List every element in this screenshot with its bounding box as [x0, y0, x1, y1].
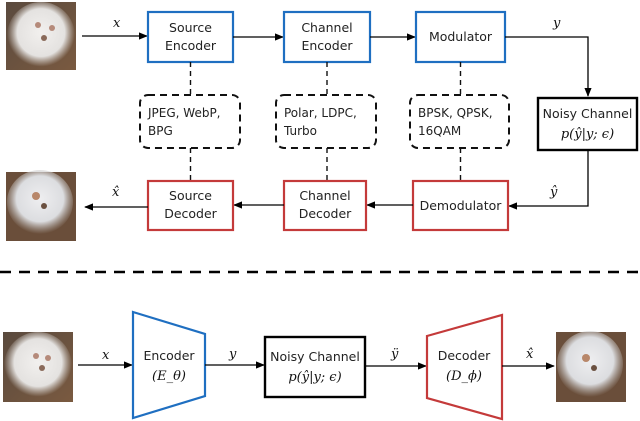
svg-text:Channel: Channel — [301, 20, 352, 35]
neural-decoder-block: Decoder (D_ϕ) — [425, 313, 504, 421]
neural-encoder-block: Encoder (E_θ) — [131, 310, 207, 420]
source-encoder-block: Source Encoder — [146, 10, 235, 64]
source-codec-options: JPEG, WebP, BPG — [139, 94, 241, 149]
channel-encoder-block: Channel Encoder — [282, 10, 372, 64]
svg-text:Turbo: Turbo — [283, 124, 317, 138]
arrow-modulator-to-channel — [505, 36, 592, 97]
symbol-yhat-top: ŷ — [549, 185, 558, 200]
svg-text:JPEG, WebP,: JPEG, WebP, — [147, 106, 221, 120]
svg-text:(D_ϕ): (D_ϕ) — [446, 369, 482, 384]
symbol-yddot-bottom: ÿ — [390, 347, 399, 362]
symbol-x-bottom: x — [102, 348, 110, 363]
noisy-channel-block-bottom: Noisy Channel p(ŷ|y; ϵ) — [263, 335, 367, 399]
input-image-top — [6, 2, 76, 70]
output-image-top — [6, 170, 76, 241]
svg-text:Noisy Channel: Noisy Channel — [270, 349, 360, 364]
svg-text:p(ŷ|y; ϵ): p(ŷ|y; ϵ) — [561, 127, 614, 142]
symbol-xhat-top: x̂ — [112, 185, 120, 200]
arrow-channel-to-demodulator — [508, 150, 589, 210]
noisy-channel-block-top: Noisy Channel p(ŷ|y; ϵ) — [536, 96, 639, 152]
channel-decoder-block: Channel Decoder — [282, 179, 368, 232]
svg-text:Encoder: Encoder — [143, 348, 195, 363]
input-image-bottom — [3, 332, 73, 402]
channel-code-options: Polar, LDPC, Turbo — [275, 94, 377, 149]
svg-text:Polar, LDPC,: Polar, LDPC, — [284, 106, 357, 120]
dashed-links — [189, 62, 462, 180]
svg-text:BPG: BPG — [148, 124, 173, 138]
svg-text:p(ŷ|y; ϵ): p(ŷ|y; ϵ) — [288, 370, 341, 385]
symbol-y-bottom: y — [228, 347, 237, 362]
svg-text:Source: Source — [169, 188, 212, 203]
demodulator-block: Demodulator — [411, 179, 510, 232]
symbol-xhat-bottom: x̂ — [526, 347, 534, 362]
svg-text:Noisy Channel: Noisy Channel — [543, 106, 633, 121]
source-decoder-block: Source Decoder — [146, 179, 235, 232]
svg-text:Source: Source — [169, 20, 212, 35]
svg-text:(E_θ): (E_θ) — [152, 369, 186, 384]
svg-text:Channel: Channel — [299, 188, 350, 203]
symbol-y-top: y — [552, 16, 561, 31]
svg-text:Decoder: Decoder — [438, 348, 491, 363]
svg-text:Decoder: Decoder — [299, 206, 352, 221]
svg-text:Encoder: Encoder — [165, 38, 217, 53]
output-image-bottom — [556, 331, 626, 402]
svg-text:Decoder: Decoder — [164, 206, 217, 221]
svg-text:Demodulator: Demodulator — [420, 198, 503, 213]
svg-text:BPSK, QPSK,: BPSK, QPSK, — [418, 106, 493, 120]
svg-text:Modulator: Modulator — [429, 29, 493, 44]
modulator-block: Modulator — [414, 10, 507, 64]
svg-text:16QAM: 16QAM — [418, 124, 461, 138]
modulation-options: BPSK, QPSK, 16QAM — [409, 94, 510, 149]
symbol-x-top: x — [113, 16, 121, 31]
svg-text:Encoder: Encoder — [301, 38, 353, 53]
